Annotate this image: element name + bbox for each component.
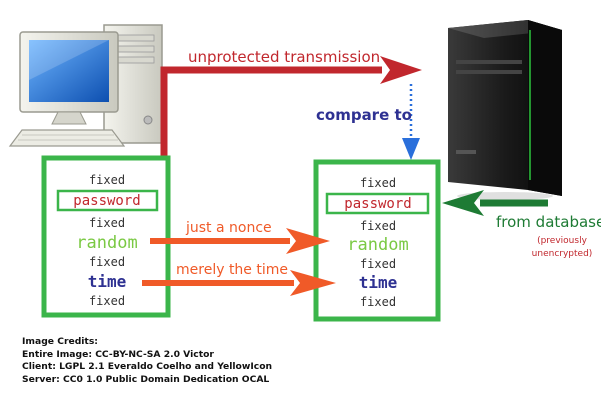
- unprotected-transmission-label: unprotected transmission: [188, 48, 380, 66]
- server-random: random: [347, 235, 408, 255]
- server-fixed-2: fixed: [360, 219, 396, 233]
- client-password-box: [56, 189, 159, 212]
- compare-to-arrow-head: [402, 138, 420, 160]
- server-fixed-3: fixed: [360, 257, 396, 271]
- client-random: random: [76, 233, 137, 253]
- just-a-nonce-arrow-head: [286, 228, 330, 254]
- compare-to-label: compare to: [316, 106, 412, 124]
- server-fixed-1: fixed: [360, 176, 396, 190]
- server-password-box: [325, 192, 430, 215]
- server-message-block: [313, 159, 441, 322]
- server-fixed-4: fixed: [360, 295, 396, 309]
- credits-client: Client: LGPL 2.1 Everaldo Coelho and Yel…: [22, 361, 273, 372]
- credits-entire-image: Entire Image: CC-BY-NC-SA 2.0 Victor: [22, 348, 214, 360]
- server-icon: [448, 20, 562, 200]
- client-message-block: [41, 155, 171, 318]
- client-password: password: [73, 193, 140, 209]
- unencrypted-label: unencrypted): [532, 249, 593, 259]
- client-fixed-2: fixed: [89, 216, 125, 230]
- client-fixed-1: fixed: [89, 173, 125, 187]
- merely-the-time-label: merely the time: [176, 262, 288, 278]
- client-computer-icon: [8, 24, 163, 147]
- unprotected-arrow-head: [380, 56, 422, 84]
- merely-the-time-arrow-head: [290, 270, 336, 296]
- server-password: password: [344, 196, 411, 212]
- from-database-label: from database: [496, 213, 601, 231]
- credits-heading: Image Credits:: [22, 336, 98, 347]
- just-a-nonce-label: just a nonce: [185, 220, 272, 236]
- server-time: time: [359, 273, 398, 292]
- client-fixed-3: fixed: [89, 255, 125, 269]
- image-credits: Image Credits: Entire Image: CC-BY-NC-SA…: [22, 336, 272, 386]
- previously-label: (previously: [537, 236, 587, 246]
- credits-server: Server: CC0 1.0 Public Domain Dedication…: [22, 373, 270, 385]
- unprotected-transmission-arrow: [160, 66, 382, 158]
- client-time: time: [88, 272, 127, 291]
- client-fixed-4: fixed: [89, 294, 125, 308]
- from-database-arrow-head: [442, 190, 484, 216]
